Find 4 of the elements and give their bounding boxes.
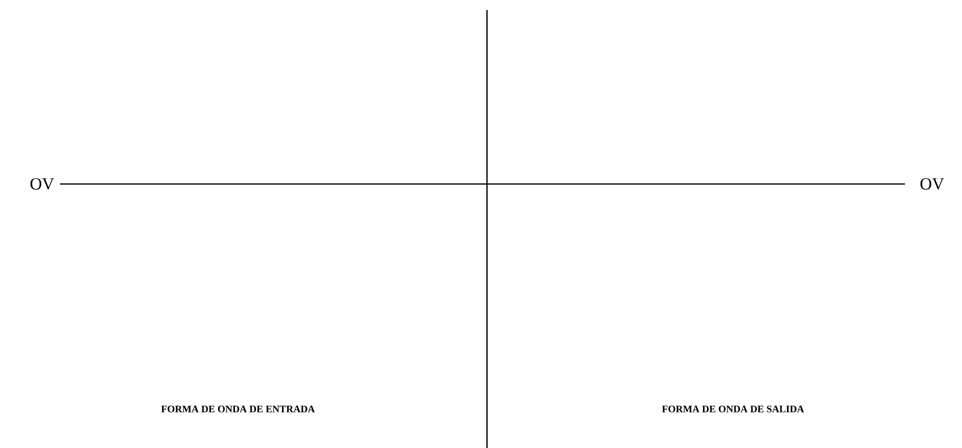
waveform-caption: FORMA DE ONDA DE SALIDA <box>662 406 804 412</box>
axis-label: OV <box>30 178 54 190</box>
axis-label: OV <box>920 178 944 190</box>
waveform-caption: FORMA DE ONDA DE ENTRADA <box>161 406 315 412</box>
